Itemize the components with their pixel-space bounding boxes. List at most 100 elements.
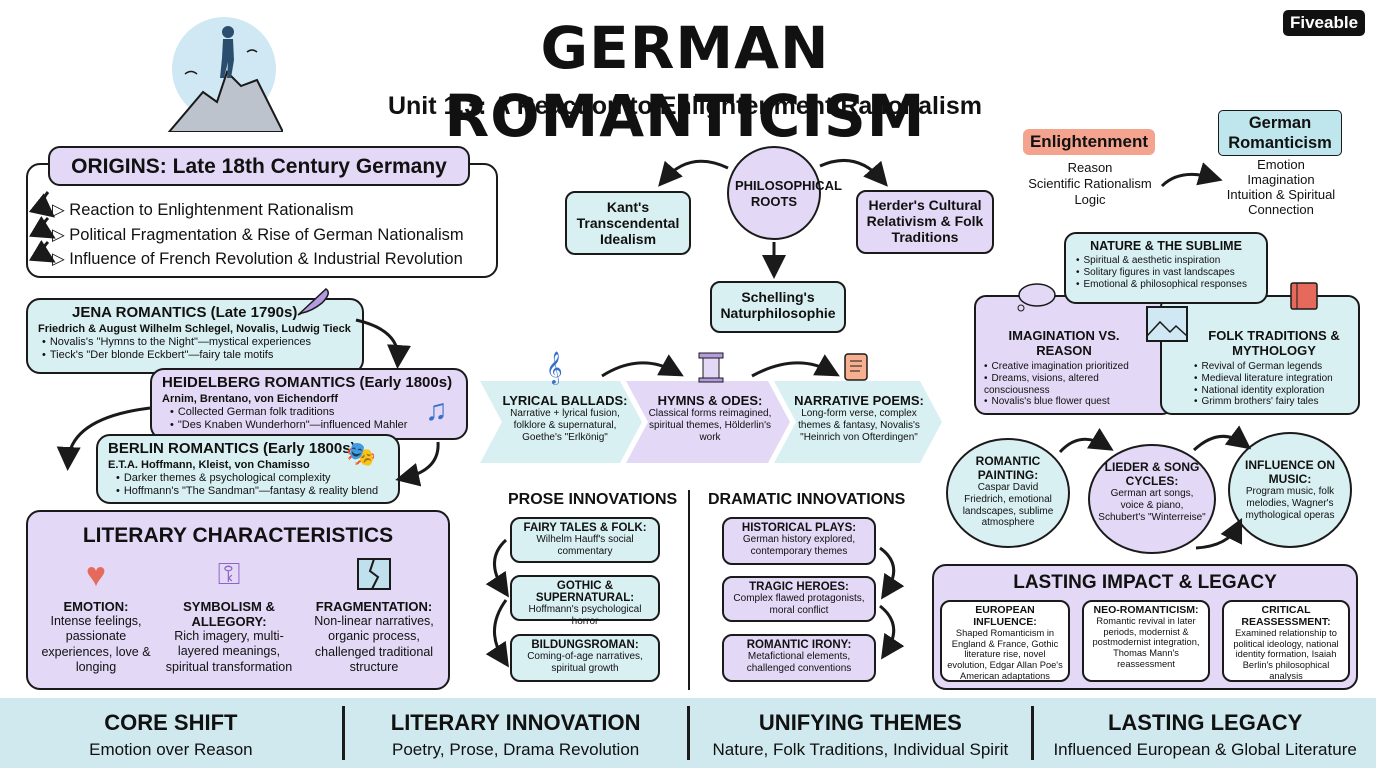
jena-heading: JENA ROMANTICS (Late 1790s) [72,304,298,321]
hero-illustration [165,14,285,133]
nature-item: Emotional & philosophical responses [1076,279,1256,291]
arts-title: ROMANTIC PAINTING: [975,454,1041,482]
legacy-col: EUROPEAN INFLUENCE: Shaped Romanticism i… [940,600,1070,682]
poetry-item-text: Narrative + lyrical fusion, folklore & s… [510,408,620,443]
enlightenment-item: Reason [1067,160,1113,175]
footer-item: LITERARY INNOVATION Poetry, Prose, Drama… [345,706,690,760]
arts-circle-lieder: LIEDER & SONG CYCLES: German art songs, … [1088,444,1216,554]
drama-item-text: Metafictional elements, challenged conve… [746,651,852,674]
poetry-item-title: LYRICAL BALLADS: [502,393,628,408]
berlin-item: Darker themes & psychological complexity [116,472,388,485]
footer-item: LASTING LEGACY Influenced European & Glo… [1034,706,1376,760]
prose-item-text: Hoffmann's psychological horror [528,604,642,627]
poetry-item-title: NARRATIVE POEMS: [794,393,924,408]
heidelberg-people: Arnim, Brentano, von Eichendorff [162,393,339,405]
herder-node: Herder's Cultural Relativism & Folk Trad… [856,190,994,254]
broken-picture-icon [304,555,444,595]
prose-item: GOTHIC & SUPERNATURAL: Hoffmann's psycho… [510,575,660,627]
legacy-col: CRITICAL REASSESSMENT: Examined relation… [1222,600,1350,682]
romanticism-label: German Romanticism [1218,110,1342,156]
imagination-item: Dreams, visions, altered consciousness [984,373,1144,397]
literary-col-text: Intense feelings, passionate experiences… [41,614,151,674]
footer-item-title: LITERARY INNOVATION [390,710,641,735]
footer-item-text: Influenced European & Global Literature [1053,740,1357,759]
folk-content: FOLK TRADITIONS & MYTHOLOGY Revival of G… [1194,328,1354,408]
literary-col-title: FRAGMENTATION: [315,599,433,614]
footer-item-text: Nature, Folk Traditions, Individual Spir… [712,740,1009,759]
imagination-item: Novalis's blue flower quest [984,396,1144,408]
arts-title: INFLUENCE ON MUSIC: [1245,458,1335,486]
berlin-people: E.T.A. Hoffmann, Kleist, von Chamisso [108,459,310,471]
quill-icon [292,283,334,324]
drama-item: ROMANTIC IRONY: Metafictional elements, … [722,634,876,682]
legacy-col: NEO-ROMANTICISM: Romantic revival in lat… [1082,600,1210,682]
kant-node: Kant's Transcendental Idealism [565,191,691,255]
prose-item-text: Wilhelm Hauff's social commentary [536,534,634,557]
legacy-col-text: Shaped Romanticism in England & France, … [947,628,1063,681]
footer-item-text: Emotion over Reason [89,740,253,759]
legacy-col-title: EUROPEAN INFLUENCE: [973,604,1037,628]
berlin-heading: BERLIN ROMANTICS (Early 1800s) [108,440,356,457]
folk-item: Medieval literature integration [1194,373,1354,385]
legacy-col-text: Romantic revival in later periods, moder… [1092,616,1200,669]
scroll-icon [840,350,872,389]
footer-item: CORE SHIFT Emotion over Reason [0,706,345,760]
enlightenment-label: Enlightenment [1023,129,1155,155]
poetry-item: HYMNS & ODES: Classical forms reimagined… [645,393,775,443]
drama-item-text: German history explored, contemporary th… [742,534,856,557]
footer-item-title: CORE SHIFT [104,710,238,735]
legacy-col-title: NEO-ROMANTICISM: [1093,604,1199,616]
key-icon: ⚿ [217,558,241,591]
drama-item-text: Complex flawed protagonists, moral confl… [733,593,865,616]
lyre-icon: 𝄞 [546,352,563,383]
legacy-col-title: CRITICAL REASSESSMENT: [1241,604,1331,628]
romanticism-item: Intuition & Spiritual Connection [1226,187,1336,217]
drama-item-title: HISTORICAL PLAYS: [741,522,857,534]
arts-text: Program music, folk melodies, Wagner's m… [1245,486,1335,521]
drama-heading: DRAMATIC INNOVATIONS [708,491,906,508]
enlightenment-item: Scientific Rationalism [1028,176,1152,191]
arts-circle-painting: ROMANTIC PAINTING: Caspar David Friedric… [946,438,1070,548]
jena-item: Tieck's "Der blonde Eckbert"—fairy tale … [42,349,352,362]
romanticism-item: Emotion [1257,157,1305,172]
jena-card: JENA ROMANTICS (Late 1790s) Friedrich & … [26,298,364,374]
arts-title: LIEDER & SONG CYCLES: [1104,460,1200,488]
imagination-content: IMAGINATION VS. REASON Creative imaginat… [984,328,1144,408]
drama-item-title: ROMANTIC IRONY: [746,639,852,651]
footer-item-title: UNIFYING THEMES [758,710,962,735]
poetry-chevrons [480,381,945,463]
philosophical-roots-circle: PHILOSOPHICAL ROOTS [727,146,842,240]
origins-item: ▷ Reaction to Enlightenment Rationalism [52,201,354,219]
nature-title: NATURE & THE SUBLIME [1090,239,1242,253]
heidelberg-item: Collected German folk traditions [170,406,456,419]
literary-col-title: SYMBOLISM & ALLEGORY: [183,599,275,629]
poetry-item: LYRICAL BALLADS: Narrative + lyrical fus… [498,393,632,443]
footer-item-text: Poetry, Prose, Drama Revolution [392,740,640,759]
legacy-col-text: Examined relationship to political ideol… [1233,628,1339,681]
enlightenment-item: Logic [1074,192,1106,207]
arts-text: German art songs, voice & piano, Schuber… [1098,488,1206,523]
literary-col-title: EMOTION: [63,599,129,614]
prose-item: FAIRY TALES & FOLK: Wilhelm Hauff's soci… [510,517,660,563]
jena-people: Friedrich & August Wilhelm Schlegel, Nov… [38,323,351,335]
prose-item-title: BILDUNGSROMAN: [531,639,639,651]
literary-col-text: Rich imagery, multi-layered meanings, sp… [165,629,293,674]
thought-bubble-icon [1013,282,1059,317]
origins-heading: ORIGINS: Late 18th Century Germany [48,146,470,186]
imagination-title: IMAGINATION VS. REASON [1008,328,1120,358]
poetry-item-text: Classical forms reimagined, spiritual th… [648,408,772,443]
berlin-card: BERLIN ROMANTICS (Early 1800s) E.T.A. Ho… [96,434,400,504]
literary-panel: LITERARY CHARACTERISTICS [26,510,450,690]
drama-item-title: TRAGIC HEROES: [749,581,849,593]
footer-bar: CORE SHIFT Emotion over Reason LITERARY … [0,698,1376,768]
imagination-item: Creative imagination prioritized [984,361,1144,373]
literary-col-symbolism: ⚿ SYMBOLISM & ALLEGORY: Rich imagery, mu… [158,555,300,675]
nature-item: Solitary figures in vast landscapes [1076,267,1256,279]
jena-item: Novalis's "Hymns to the Night"—mystical … [42,336,352,349]
folk-item: Grimm brothers' fairy tales [1194,396,1354,408]
nature-item: Spiritual & aesthetic inspiration [1076,255,1256,267]
prose-item: BILDUNGSROMAN: Coming-of-age narratives,… [510,634,660,682]
prose-item-text: Coming-of-age narratives, spiritual grow… [527,651,643,674]
prose-item-title: GOTHIC & SUPERNATURAL: [535,580,635,604]
origins-item: ▷ Political Fragmentation & Rise of Germ… [52,225,464,244]
